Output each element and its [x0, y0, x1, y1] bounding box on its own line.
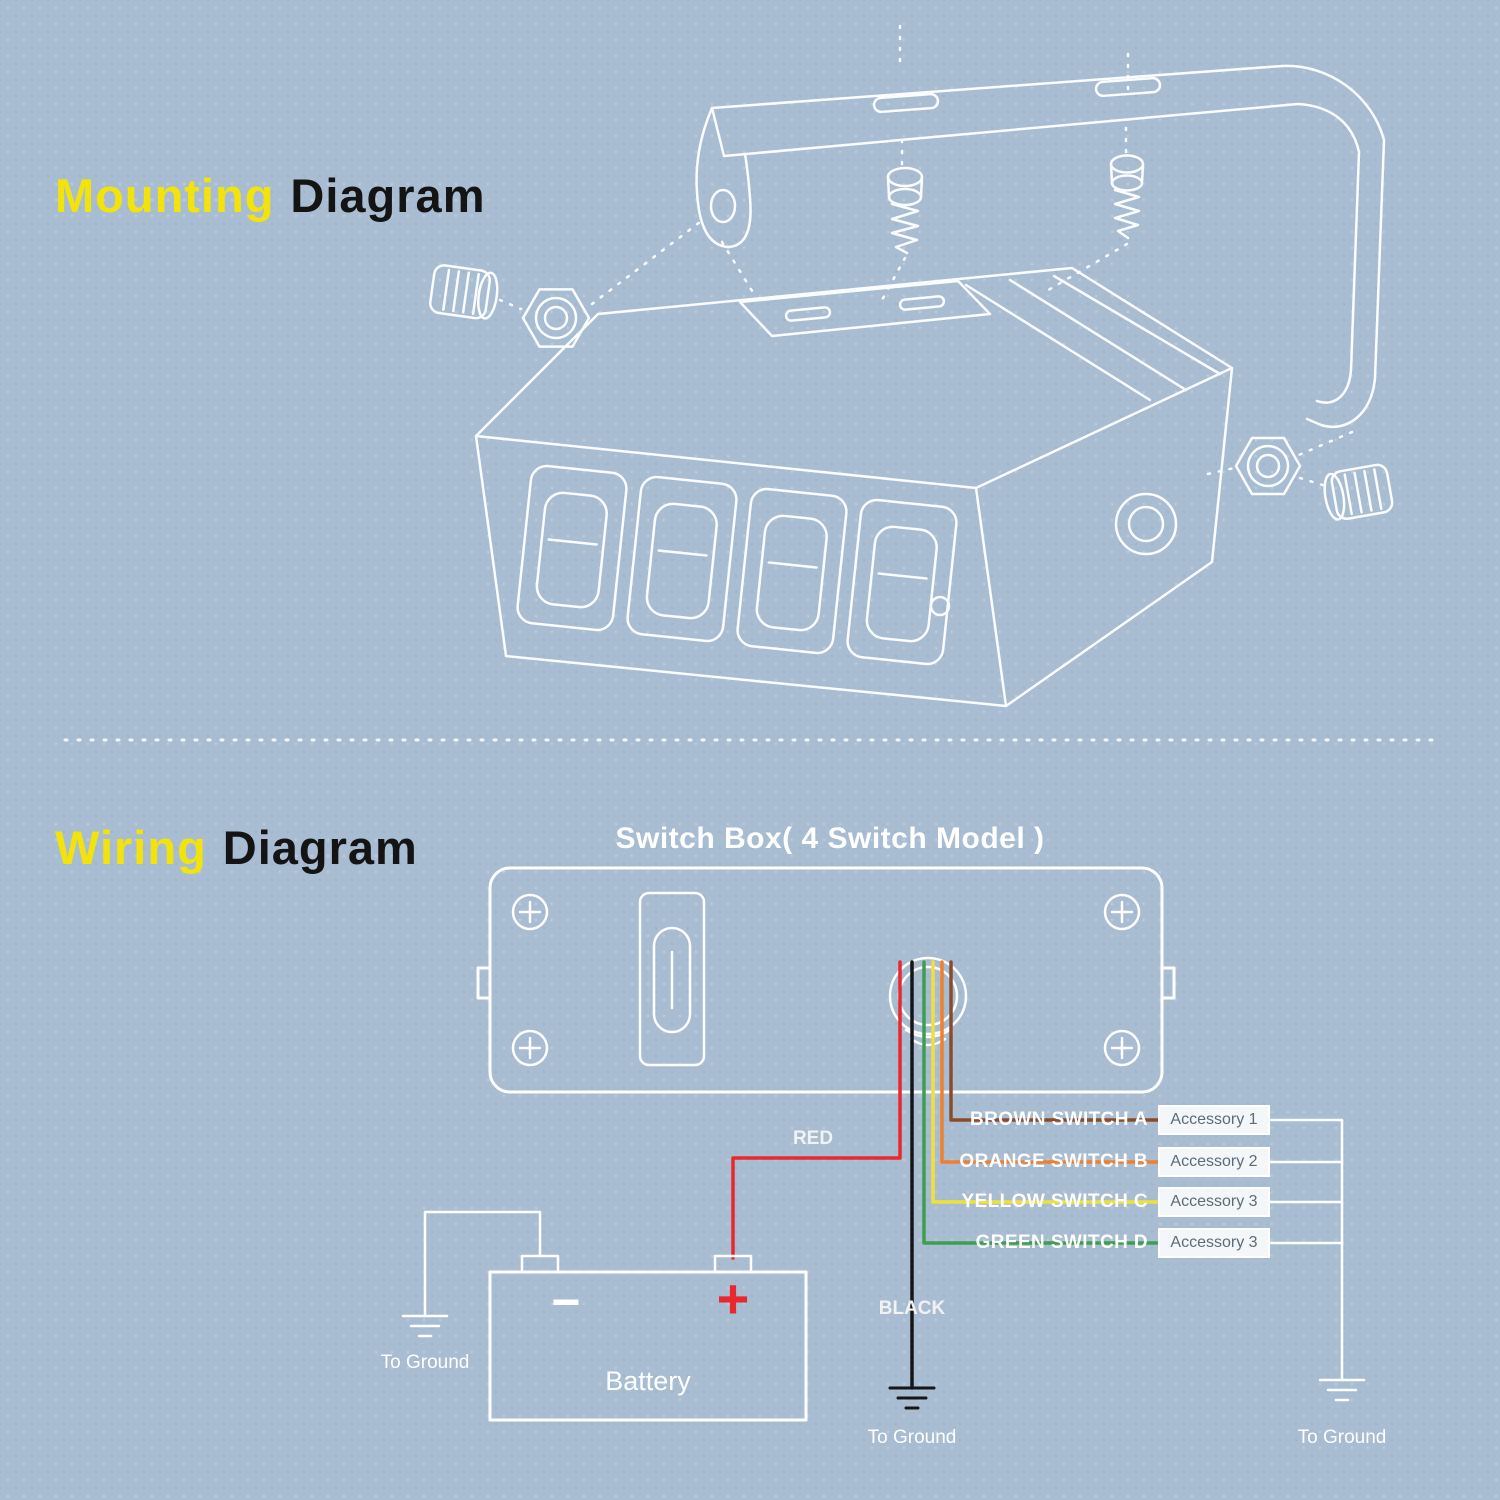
- to-ground-label-left: To Ground: [380, 1352, 470, 1373]
- accessory-box-3-label: Accessory 3: [1170, 1193, 1258, 1210]
- mounting-bracket: [695, 64, 1386, 428]
- rocker-switches: [516, 464, 958, 666]
- wire-red-path: [731, 960, 902, 1260]
- corner-screws: [511, 893, 1141, 1067]
- to-ground-label-center: To Ground: [867, 1427, 957, 1448]
- accessory-box-2-label: Accessory 2: [1170, 1153, 1258, 1170]
- accessory-box-2: Accessory 2: [1158, 1147, 1270, 1177]
- accessory-box-1: Accessory 1: [1158, 1105, 1270, 1135]
- battery-ground-lead: [401, 1210, 542, 1338]
- mounting-screws: [886, 154, 1145, 255]
- wire-label-brown: BROWN SWITCH A: [970, 1109, 1148, 1130]
- ground-symbol-left: [401, 1314, 449, 1338]
- wire-label-yellow: YELLOW SWITCH C: [961, 1191, 1148, 1212]
- wires: [731, 960, 1160, 1390]
- battery-label: Battery: [605, 1366, 691, 1396]
- accessory-box-4-label: Accessory 3: [1170, 1234, 1258, 1251]
- ground-symbol-black: [888, 1386, 936, 1410]
- left-bolt-and-nut: [428, 264, 591, 348]
- switch-box-rear: [476, 866, 1176, 1094]
- right-nut-and-bolt: [1234, 436, 1394, 521]
- wire-green-path: [922, 960, 1160, 1245]
- switch-box-caption: Switch Box( 4 Switch Model ): [615, 822, 1045, 855]
- wire-orange-path: [940, 960, 1160, 1164]
- wire-label-green: GREEN SWITCH D: [975, 1232, 1148, 1253]
- battery-positive-symbol: +: [716, 1267, 750, 1330]
- wiring-title-accent: Wiring: [55, 821, 207, 874]
- battery-negative-symbol: −: [551, 1274, 581, 1330]
- wire-yellow-path: [931, 960, 1160, 1204]
- wiring-illustration: [401, 866, 1366, 1422]
- switch-panel-body: [474, 266, 1234, 708]
- accessory-ground-bus: [1268, 1118, 1366, 1402]
- wire-label-orange: ORANGE SWITCH B: [959, 1151, 1148, 1172]
- wire-brown-path: [949, 960, 1160, 1122]
- accessory-box-1-label: Accessory 1: [1170, 1111, 1258, 1128]
- mounting-title: Mounting Diagram: [55, 168, 486, 223]
- dashed-guides: [498, 24, 1354, 488]
- ground-symbol-right: [1318, 1378, 1366, 1402]
- accessory-box-3: Accessory 3: [1158, 1187, 1270, 1217]
- mounting-title-rest: Diagram: [290, 169, 486, 222]
- to-ground-label-right: To Ground: [1297, 1427, 1387, 1448]
- black-wire-tag: BLACK: [878, 1298, 946, 1319]
- wiring-title-rest: Diagram: [222, 821, 418, 874]
- red-wire-tag: RED: [792, 1128, 834, 1149]
- mounting-title-accent: Mounting: [55, 169, 275, 222]
- mounting-illustration: [428, 24, 1394, 708]
- accessory-box-4: Accessory 3: [1158, 1228, 1270, 1258]
- fuse-holder: [638, 891, 706, 1067]
- wiring-title: Wiring Diagram: [55, 820, 418, 875]
